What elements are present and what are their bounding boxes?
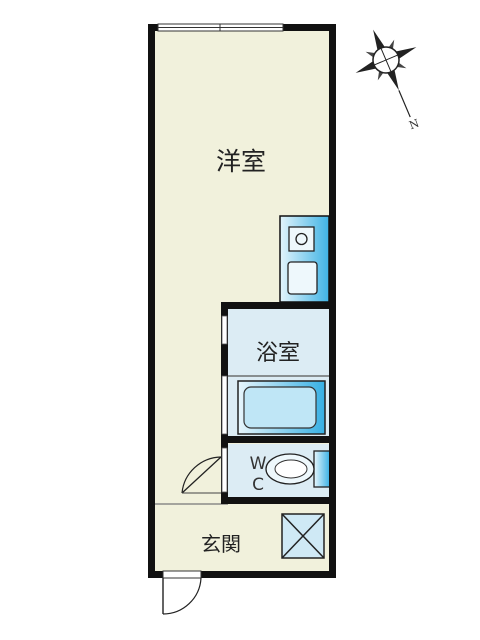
compass-north-label: N [407, 117, 421, 133]
toilet-icon [265, 450, 331, 488]
compass-rose [355, 29, 417, 118]
stove-icon [288, 226, 315, 252]
kitchen-unit [279, 215, 330, 303]
sink-icon [287, 261, 318, 295]
bathroom-label: 浴室 [256, 341, 300, 366]
wc-door [181, 456, 222, 494]
shoe-cabinet-icon [281, 513, 325, 559]
wc-label-c: C [252, 475, 264, 495]
western-room-label: 洋室 [216, 147, 266, 176]
window-top [157, 23, 284, 32]
entrance-door [162, 570, 202, 615]
entrance-label: 玄関 [201, 532, 241, 556]
wc-label-w: W [250, 454, 267, 474]
